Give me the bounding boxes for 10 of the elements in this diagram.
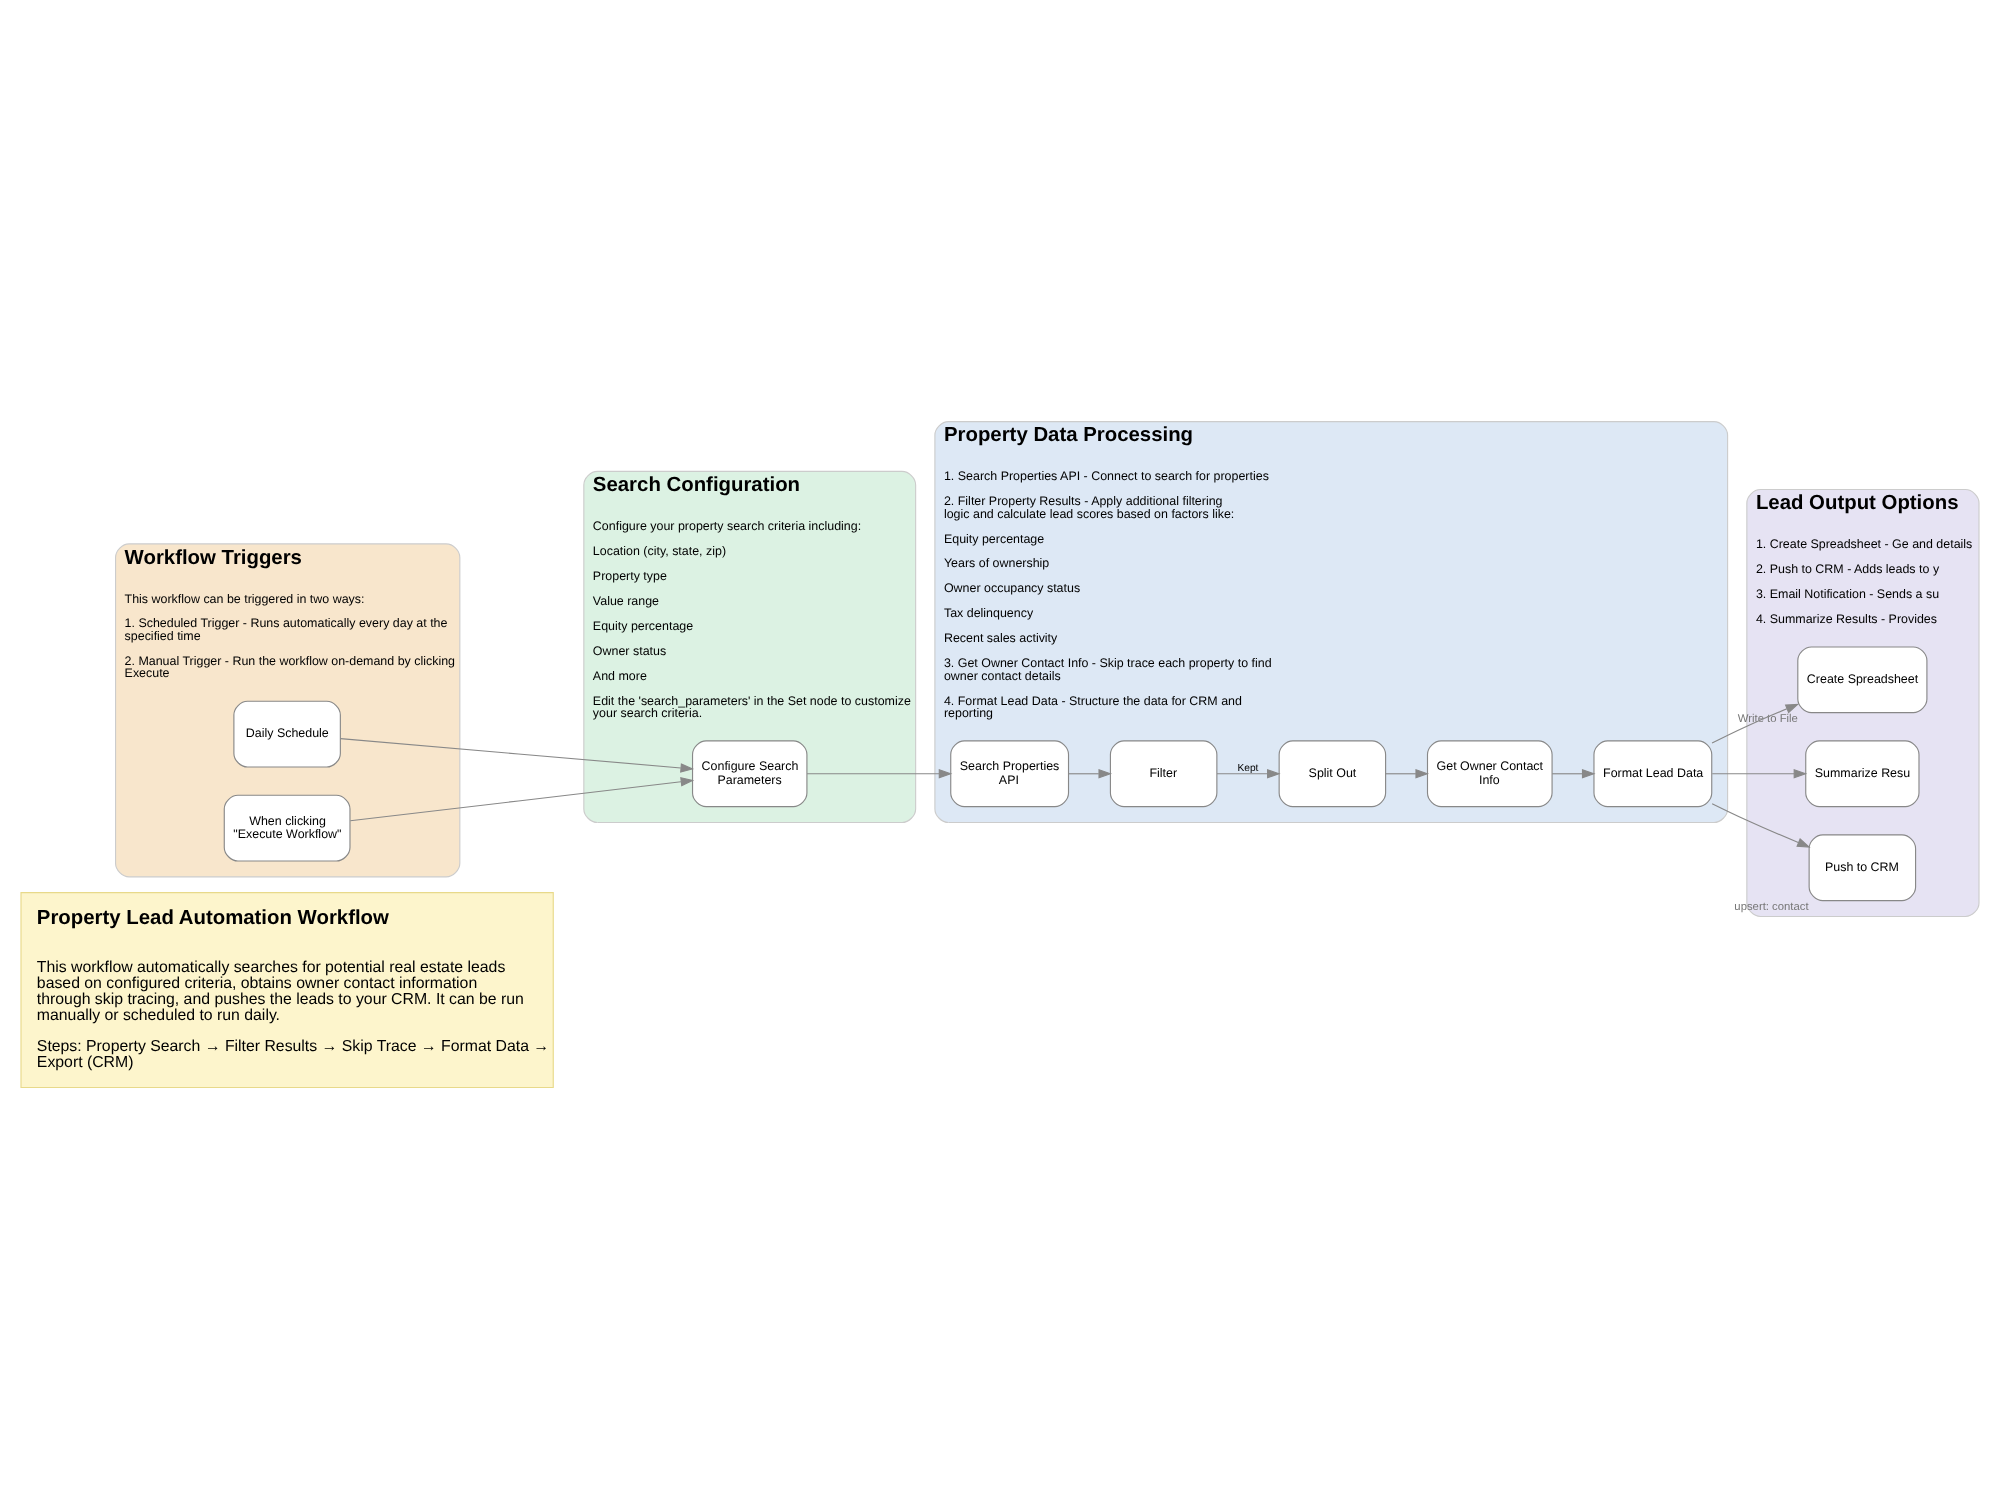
arrow [1711,803,1811,848]
arrow [349,777,695,822]
arrow [1711,703,1800,744]
arrow [1216,769,1281,779]
arrow [1711,769,1808,779]
arrow [340,738,695,773]
arrow [1068,769,1113,779]
arrow [1385,769,1429,779]
arrow [806,769,953,779]
arrow [1551,769,1596,779]
